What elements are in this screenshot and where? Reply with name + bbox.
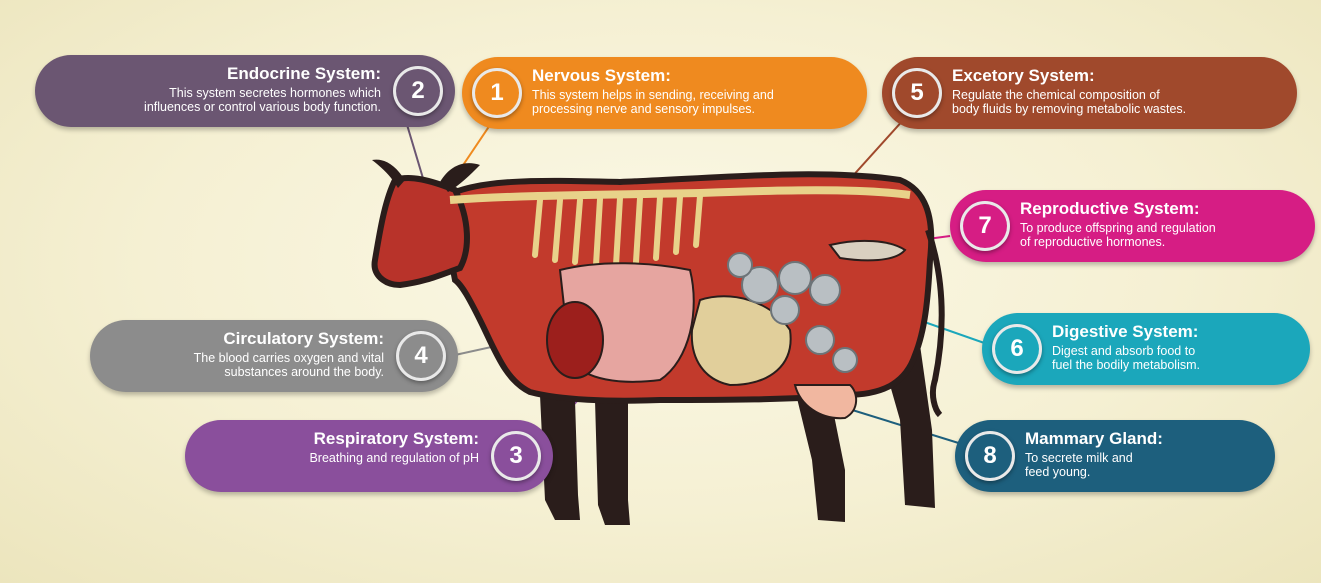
circulatory-number-badge: 4 <box>396 331 446 381</box>
nervous-number-badge: 1 <box>472 68 522 118</box>
endocrine-title: Endocrine System: <box>227 64 381 84</box>
excretory-number: 5 <box>895 71 939 115</box>
digestive-number: 6 <box>995 327 1039 371</box>
mammary-number-badge: 8 <box>965 431 1015 481</box>
cow-reproductive-organ <box>830 241 905 261</box>
respiratory-description: Breathing and regulation of pH <box>309 451 479 465</box>
digestive-description: Digest and absorb food to fuel the bodil… <box>1052 344 1200 372</box>
digestive-title: Digestive System: <box>1052 322 1198 342</box>
mammary-number: 8 <box>968 434 1012 478</box>
respiratory-number-badge: 3 <box>491 431 541 481</box>
cow-heart <box>547 302 603 378</box>
nervous-callout: 1 Nervous System: This system helps in s… <box>462 57 867 129</box>
cow-head <box>375 178 467 285</box>
cow-front-leg-right <box>595 400 630 525</box>
endocrine-number: 2 <box>396 69 440 113</box>
endocrine-callout: Endocrine System: This system secretes h… <box>35 55 455 127</box>
nervous-title: Nervous System: <box>532 66 671 86</box>
digestive-callout: 6 Digestive System: Digest and absorb fo… <box>982 313 1310 385</box>
circulatory-title: Circulatory System: <box>223 329 384 349</box>
reproductive-number-badge: 7 <box>960 201 1010 251</box>
respiratory-callout: Respiratory System: Breathing and regula… <box>185 420 553 492</box>
excretory-description: Regulate the chemical composition of bod… <box>952 88 1186 116</box>
digestive-number-badge: 6 <box>992 324 1042 374</box>
reproductive-description: To produce offspring and regulation of r… <box>1020 221 1216 249</box>
circulatory-description: The blood carries oxygen and vital subst… <box>194 351 384 379</box>
excretory-number-badge: 5 <box>892 68 942 118</box>
mammary-title: Mammary Gland: <box>1025 429 1163 449</box>
circulatory-number: 4 <box>399 334 443 378</box>
reproductive-number: 7 <box>963 204 1007 248</box>
cow-horn <box>372 160 405 188</box>
excretory-title: Excetory System: <box>952 66 1095 86</box>
mammary-description: To secrete milk and feed young. <box>1025 451 1133 479</box>
reproductive-title: Reproductive System: <box>1020 199 1200 219</box>
endocrine-number-badge: 2 <box>393 66 443 116</box>
respiratory-number: 3 <box>494 434 538 478</box>
excretory-callout: 5 Excetory System: Regulate the chemical… <box>882 57 1297 129</box>
respiratory-title: Respiratory System: <box>314 429 479 449</box>
endocrine-description: This system secretes hormones which infl… <box>144 86 381 114</box>
mammary-callout: 8 Mammary Gland: To secrete milk and fee… <box>955 420 1275 492</box>
reproductive-callout: 7 Reproductive System: To produce offspr… <box>950 190 1315 262</box>
nervous-number: 1 <box>475 71 519 115</box>
circulatory-callout: Circulatory System: The blood carries ox… <box>90 320 458 392</box>
nervous-description: This system helps in sending, receiving … <box>532 88 774 116</box>
